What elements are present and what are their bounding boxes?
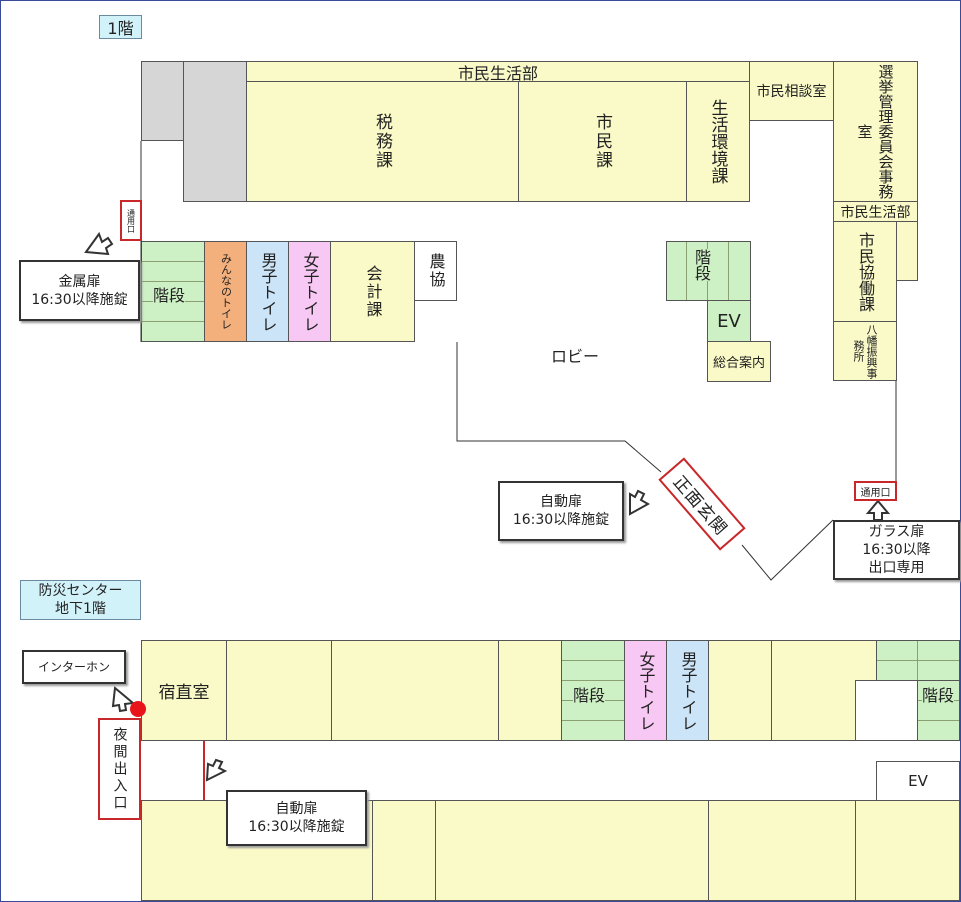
storage-room — [183, 61, 247, 202]
auto-door-line — [203, 741, 205, 800]
room-election: 選挙管理委員会事務室 — [833, 61, 918, 202]
room-night-duty: 宿直室 — [141, 640, 227, 741]
room-accounting: 会計課 — [330, 241, 415, 342]
callout-auto-door-b1: 自動扉 16:30以降施錠 — [226, 790, 367, 846]
room-universal-toilet: みんなのトイレ — [204, 241, 247, 342]
elevator-1f: EV — [707, 300, 751, 342]
elevator-b1: EV — [876, 761, 960, 801]
room-citizen: 市民課 — [518, 81, 687, 202]
room-b1 — [708, 640, 772, 741]
night-entrance: 夜間出入口 — [98, 718, 141, 820]
room-b1-lower — [708, 800, 856, 901]
floor-label-1f: 1階 — [99, 15, 142, 39]
room-b1 — [331, 640, 499, 741]
stairs-center-label: 階段 — [689, 249, 713, 281]
room-b1-mens-toilet: 男子トイレ — [666, 640, 709, 741]
room-environment: 生活環境課 — [686, 81, 750, 202]
room-nokyo: 農協 — [414, 241, 457, 301]
room-b1 — [498, 640, 562, 741]
dept-header-2: 市民生活部 — [833, 201, 918, 222]
stairs-b1-2-label: 階段 — [922, 682, 955, 706]
room-tax: 税務課 — [246, 81, 519, 202]
room-b1-lower — [372, 800, 436, 901]
lobby-label: ロビー — [551, 347, 600, 366]
side-door-right: 通用口 — [854, 481, 897, 501]
room-mens-toilet: 男子トイレ — [246, 241, 289, 342]
intercom-marker — [130, 701, 146, 717]
side-door-left: 通用口 — [120, 200, 142, 241]
callout-metal-door: 金属扉 16:30以降施錠 — [19, 260, 140, 321]
callout-auto-door: 自動扉 16:30以降施錠 — [498, 481, 624, 541]
room-b1-white — [855, 680, 918, 741]
callout-glass-door: ガラス扉 16:30以降 出口専用 — [833, 520, 960, 580]
storage-room — [141, 61, 184, 141]
room-cooperation-ext — [896, 221, 918, 281]
stairs-left-label: 階段 — [153, 282, 186, 306]
callout-intercom: インターホン — [22, 650, 126, 684]
info-desk: 総合案内 — [707, 341, 771, 382]
room-yawata: 八幡振興事務所 — [833, 321, 897, 381]
room-cooperation: 市民協働課 — [833, 221, 897, 322]
room-b1-lower — [855, 800, 960, 901]
room-consult: 市民相談室 — [749, 61, 834, 121]
stairs-b1-1-label: 階段 — [573, 682, 606, 706]
room-b1-lower — [435, 800, 709, 901]
room-b1 — [226, 640, 332, 741]
dept-header: 市民生活部 — [246, 61, 750, 83]
floor-label-b1: 防災センター 地下1階 — [20, 580, 141, 620]
room-b1-womens-toilet: 女子トイレ — [624, 640, 667, 741]
